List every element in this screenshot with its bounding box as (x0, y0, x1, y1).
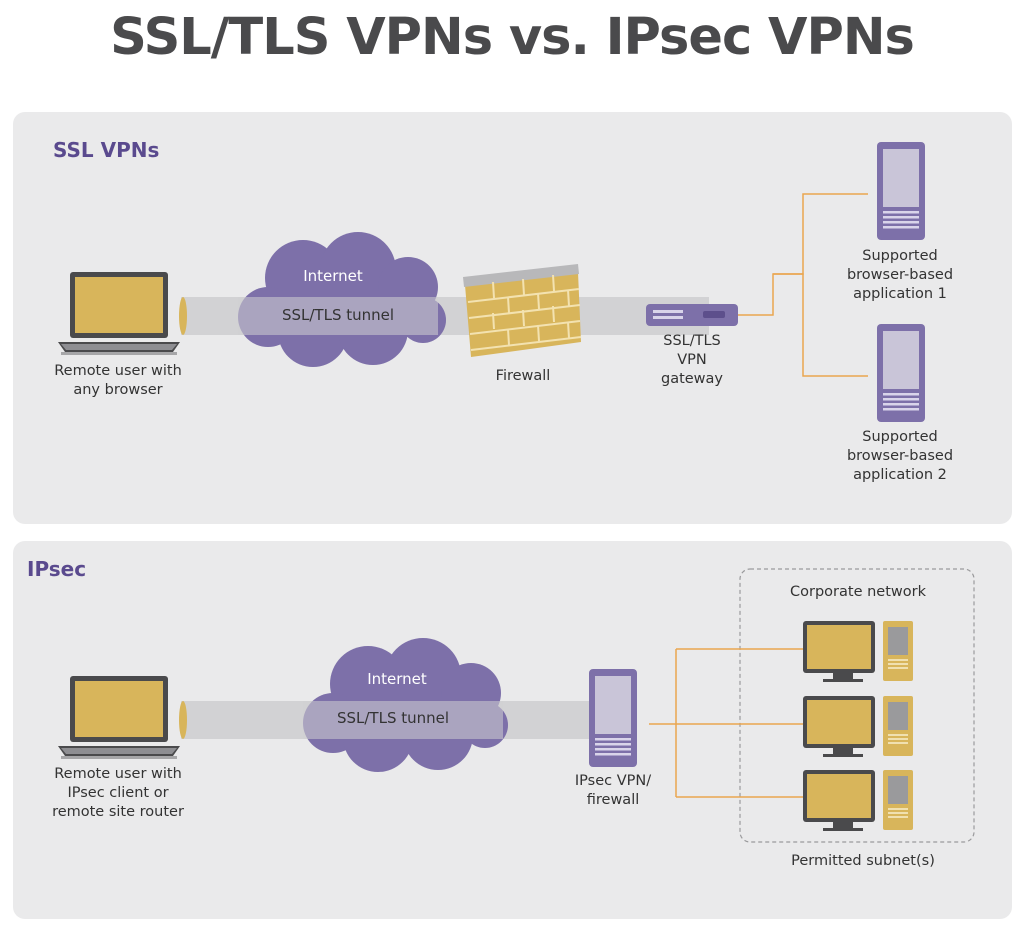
ipsec-tunnel-label: SSL/TLS tunnel (336, 709, 450, 727)
firewall-icon (463, 264, 582, 357)
corporate-network-label: Corporate network (790, 584, 926, 600)
ssl-vpn-panel: SSL VPNs (13, 112, 1012, 524)
ipsec-tunnel-end-icon (179, 701, 187, 739)
ssl-laptop-icon (58, 272, 180, 355)
ssl-vpn-gateway-icon (646, 304, 738, 326)
ssl-laptop-label: Remote user with any browser (54, 363, 182, 398)
corporate-network-boundary (739, 568, 975, 843)
permitted-subnet-label: Permitted subnet(s) (791, 853, 935, 869)
ssl-section-title: SSL VPNs (53, 138, 160, 162)
diagram-title: SSL/TLS VPNs vs. IPsec VPNs (110, 8, 915, 67)
ipsec-connector-lines (649, 648, 803, 798)
ipsec-vpn-firewall-icon (589, 669, 637, 767)
ipsec-panel: IPsec (13, 541, 1012, 919)
workstation-3-icon (803, 770, 913, 831)
ssl-internet-label: Internet (303, 267, 363, 285)
gateway-label: SSL/TLS VPN gateway (660, 333, 724, 387)
ipsec-internet-label: Internet (367, 670, 427, 688)
app2-server-icon (877, 324, 925, 422)
workstation-1-icon (803, 621, 913, 682)
ipsec-firewall-label: IPsec VPN/ firewall (574, 773, 652, 808)
ipsec-diagram-graphic (58, 568, 975, 843)
workstation-2-icon (803, 696, 913, 757)
ipsec-laptop-label: Remote user with IPsec client or remote … (52, 766, 184, 820)
ipsec-section-title: IPsec (27, 557, 87, 581)
app1-server-icon (877, 142, 925, 240)
ssl-tunnel-end-icon (179, 297, 187, 335)
ssl-tunnel-label: SSL/TLS tunnel (281, 306, 395, 324)
firewall-label: Firewall (495, 368, 551, 384)
ssl-diagram-graphic (58, 142, 925, 422)
app2-label: Supported browser-based application 2 (846, 429, 954, 483)
ssl-connector-lines (738, 193, 868, 377)
ipsec-laptop-icon (58, 676, 180, 759)
app1-label: Supported browser-based application 1 (846, 248, 954, 302)
